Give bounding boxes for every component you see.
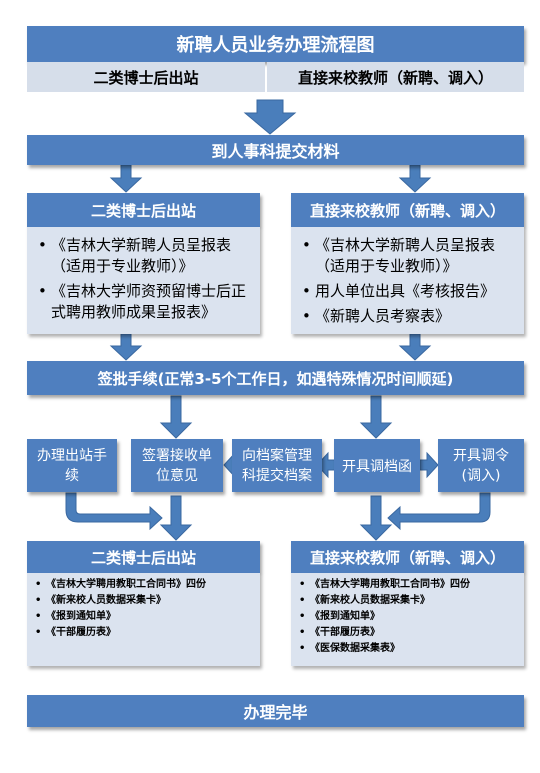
sign-opinion-text: 签署接收单位意见 (142, 447, 212, 484)
approval-step: 签批手续(正常3-5个工作日，如遇特殊情况时间顺延) (27, 361, 524, 395)
list-item: 《新聘人员考察表》 (299, 306, 518, 327)
checkout-step: 办理出站手续 (27, 439, 117, 492)
list-item: 《吉林大学聘用教职工合同书》四份 (33, 577, 256, 593)
bottom-right-title: 直接来校教师（新聘、调入） (291, 541, 524, 573)
list-item: 《吉林大学新聘人员呈报表（适用于专业教师）》 (35, 235, 254, 277)
header-left-text: 二类博士后出站 (93, 68, 199, 87)
arrow-order-hook (387, 492, 491, 531)
transfer-order-step: 开具调令(调入) (438, 439, 524, 492)
arrow-left-to-approval (109, 333, 143, 361)
approval-text: 签批手续(正常3-5个工作日，如遇特殊情况时间顺延) (97, 369, 454, 388)
left-block-title: 二类博士后出站 (27, 193, 260, 227)
submit-materials-step: 到人事科提交材料 (27, 135, 524, 165)
transfer-letter-text: 开具调档函 (342, 458, 412, 475)
page-title: 新聘人员业务办理流程图 (27, 26, 524, 62)
list-item: 《医保数据采集表》 (297, 641, 520, 657)
bottom-left-panel: 《吉林大学聘用教职工合同书》四份 《新来校人员数据采集卡》 《报到通知单》 《干… (27, 573, 260, 666)
arrow-letter-to-order (419, 451, 439, 479)
list-item: 《报到通知单》 (33, 609, 256, 625)
list-item: 《吉林大学聘用教职工合同书》四份 (297, 577, 520, 593)
left-block-list: 《吉林大学新聘人员呈报表（适用于专业教师）》 《吉林大学师资预留博士后正式聘用教… (35, 235, 254, 323)
arrow-submit-to-right (398, 164, 432, 193)
header-right-text: 直接来校教师（新聘、调入） (297, 68, 493, 87)
arrow-header-to-submit (243, 99, 297, 135)
arrow-checkout-hook (65, 492, 163, 531)
list-item: 《吉林大学师资预留博士后正式聘用教师成果呈报表》 (35, 281, 254, 323)
arrow-sign-to-bottom-left (159, 495, 193, 541)
right-block-title-text: 直接来校教师（新聘、调入） (309, 201, 505, 220)
finish-text: 办理完毕 (243, 703, 308, 722)
list-item: 用人单位出具《考核报告》 (299, 281, 518, 302)
arrow-letter-to-bottom-right (359, 495, 393, 541)
arrow-approval-to-letter (359, 395, 393, 439)
list-item: 《报到通知单》 (297, 609, 520, 625)
left-block-panel: 《吉林大学新聘人员呈报表（适用于专业教师）》 《吉林大学师资预留博士后正式聘用教… (27, 227, 260, 334)
checkout-text: 办理出站手续 (37, 447, 107, 484)
arrow-approval-to-sign (159, 395, 193, 439)
list-item: 《干部履历表》 (297, 625, 520, 641)
left-block-title-text: 二类博士后出站 (90, 201, 196, 220)
page-title-text: 新聘人员业务办理流程图 (176, 35, 375, 56)
list-item: 《吉林大学新聘人员呈报表（适用于专业教师）》 (299, 235, 518, 277)
sign-opinion-step: 签署接收单位意见 (131, 439, 223, 492)
list-item: 《干部履历表》 (33, 625, 256, 641)
right-block-title: 直接来校教师（新聘、调入） (291, 193, 524, 227)
bottom-right-list: 《吉林大学聘用教职工合同书》四份 《新来校人员数据采集卡》 《报到通知单》 《干… (297, 577, 520, 657)
arrow-submit-to-left (109, 164, 143, 193)
list-item: 《新来校人员数据采集卡》 (297, 593, 520, 609)
bottom-left-list: 《吉林大学聘用教职工合同书》四份 《新来校人员数据采集卡》 《报到通知单》 《干… (33, 577, 256, 641)
right-block-panel: 《吉林大学新聘人员呈报表（适用于专业教师）》 用人单位出具《考核报告》 《新聘人… (291, 227, 524, 334)
header-left: 二类博士后出站 (27, 62, 265, 92)
header-right: 直接来校教师（新聘、调入） (267, 62, 524, 92)
list-item: 《新来校人员数据采集卡》 (33, 593, 256, 609)
bottom-left-title-text: 二类博士后出站 (90, 548, 196, 567)
bottom-right-title-text: 直接来校教师（新聘、调入） (309, 548, 505, 567)
transfer-letter-step: 开具调档函 (334, 439, 420, 492)
finish-step: 办理完毕 (27, 695, 524, 727)
arrow-right-to-approval (398, 333, 432, 361)
transfer-order-text: 开具调令(调入) (453, 447, 509, 484)
submit-materials-text: 到人事科提交材料 (211, 142, 340, 161)
archive-step: 向档案管理科提交档案 (232, 439, 322, 492)
right-block-list: 《吉林大学新聘人员呈报表（适用于专业教师）》 用人单位出具《考核报告》 《新聘人… (299, 235, 518, 327)
bottom-left-title: 二类博士后出站 (27, 541, 260, 573)
archive-text: 向档案管理科提交档案 (242, 447, 312, 484)
bottom-right-panel: 《吉林大学聘用教职工合同书》四份 《新来校人员数据采集卡》 《报到通知单》 《干… (291, 573, 524, 666)
